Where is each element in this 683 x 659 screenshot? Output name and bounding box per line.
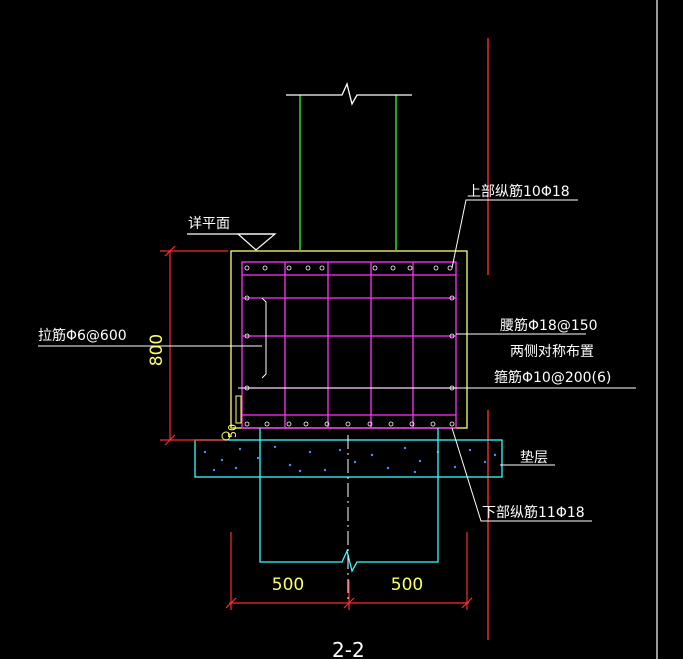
foundation-below (259, 428, 439, 573)
cover-circle (221, 431, 231, 441)
cover-dimension-label: 50 (226, 424, 239, 438)
elevation-marker-icon (187, 233, 277, 251)
bottom-rebar-label: 下部纵筋11Φ18 (482, 504, 585, 521)
right-width-label: 500 (391, 575, 423, 595)
tie-bar-bracket (261, 297, 267, 379)
waist-rebar-note: 两侧对称布置 (510, 344, 594, 360)
column-above (286, 82, 412, 250)
leader-lines (38, 199, 636, 522)
height-dimension-label: 800 (147, 334, 167, 366)
waist-rebar-label: 腰筋Φ18@150 (500, 317, 598, 334)
left-width-label: 500 (272, 575, 304, 595)
rebar-dots (244, 265, 455, 427)
cushion-dots (203, 445, 497, 474)
cushion-label: 垫层 (520, 450, 548, 466)
top-rebar-label: 上部纵筋10Φ18 (467, 183, 570, 200)
left-cover-marker (235, 395, 242, 424)
rebar-cage (241, 261, 457, 429)
stirrup-label: 箍筋Φ10@200(6) (494, 369, 611, 386)
section-mark: 2-2 (332, 638, 365, 659)
elevation-note-label: 详平面 (188, 216, 230, 232)
tie-bar-label: 拉筋Φ6@600 (38, 327, 127, 344)
width-dimension (225, 532, 473, 610)
